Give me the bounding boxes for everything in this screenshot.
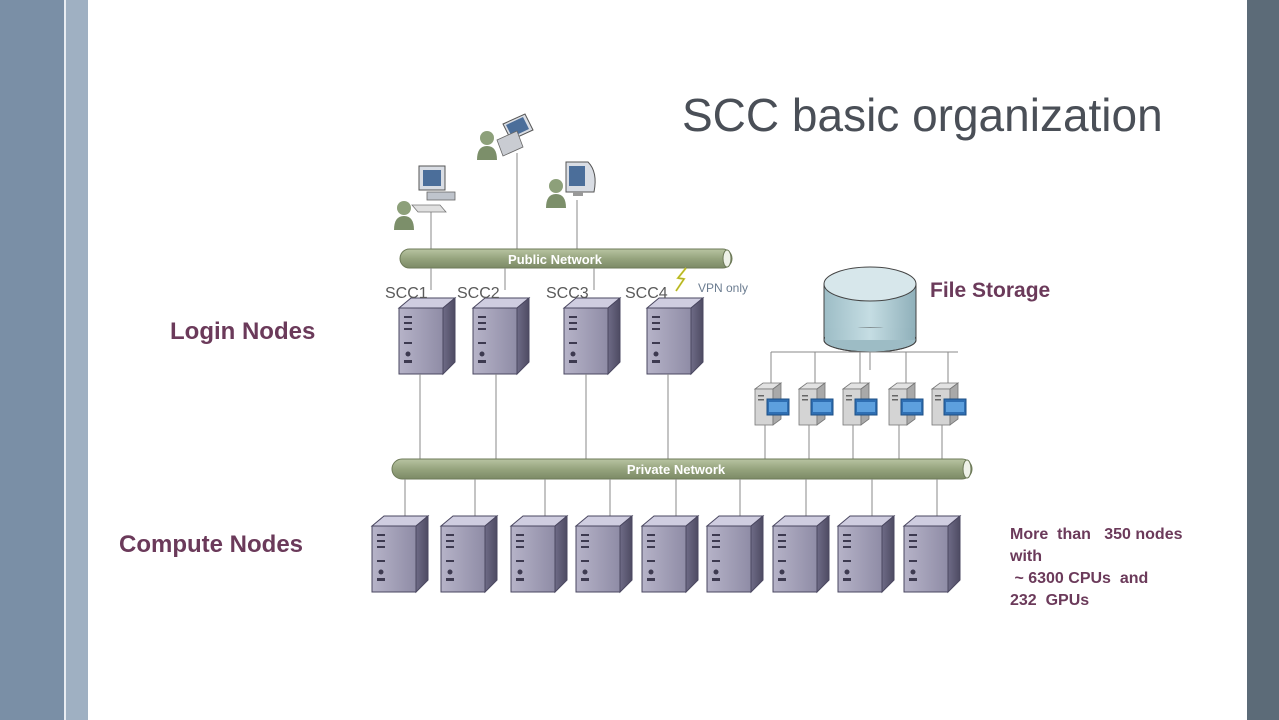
compute-nodes-label: Compute Nodes bbox=[119, 531, 304, 558]
file-storage-label: File Storage bbox=[930, 279, 1051, 302]
compute-server bbox=[903, 515, 961, 593]
left-decorative-band-light bbox=[66, 0, 88, 720]
login-nodes-label: Login Nodes bbox=[170, 318, 316, 345]
login-node-label-scc1: SCC1 bbox=[385, 285, 428, 302]
file-server-icon bbox=[931, 382, 967, 426]
left-decorative-band bbox=[0, 0, 64, 720]
compute-server bbox=[575, 515, 633, 593]
lightning-icon bbox=[675, 267, 687, 292]
compute-server bbox=[641, 515, 699, 593]
compute-server bbox=[510, 515, 568, 593]
login-server-scc1 bbox=[398, 297, 456, 375]
public-network-label: Public Network bbox=[508, 252, 603, 267]
capacity-note-line: More than 350 nodes bbox=[1010, 526, 1183, 543]
login-server-scc2 bbox=[472, 297, 530, 375]
login-server-scc4 bbox=[646, 297, 704, 375]
file-server-icon bbox=[754, 382, 790, 426]
capacity-note-line: 232 GPUs bbox=[1010, 592, 1090, 609]
slide-title: SCC basic organization bbox=[682, 89, 1163, 141]
laptop-user-icon bbox=[477, 113, 534, 160]
file-server-icon bbox=[842, 382, 878, 426]
compute-server bbox=[706, 515, 764, 593]
monitor-user-icon bbox=[546, 161, 596, 208]
left-band-divider bbox=[64, 0, 66, 720]
capacity-note-line: with bbox=[1010, 548, 1042, 565]
file-server-icon bbox=[798, 382, 834, 426]
compute-server bbox=[371, 515, 429, 593]
login-node-label-scc4: SCC4 bbox=[625, 285, 668, 302]
file-server-icon bbox=[888, 382, 924, 426]
desktop-user-icon bbox=[394, 165, 456, 230]
compute-server bbox=[440, 515, 498, 593]
private-network-label: Private Network bbox=[627, 462, 726, 477]
right-decorative-band bbox=[1247, 0, 1279, 720]
compute-server bbox=[837, 515, 895, 593]
vpn-label: VPN only bbox=[698, 281, 749, 295]
storage-cylinder-icon bbox=[823, 266, 917, 353]
capacity-note-line: ~ 6300 CPUs and bbox=[1010, 570, 1149, 587]
login-node-label-scc3: SCC3 bbox=[546, 285, 589, 302]
compute-server bbox=[772, 515, 830, 593]
public-network-bar bbox=[399, 248, 733, 269]
capacity-note: More than 350 nodes with ~ 6300 CPUs and… bbox=[1010, 524, 1225, 612]
private-network-bar bbox=[391, 458, 973, 480]
login-node-label-scc2: SCC2 bbox=[457, 285, 500, 302]
login-server-scc3 bbox=[563, 297, 621, 375]
